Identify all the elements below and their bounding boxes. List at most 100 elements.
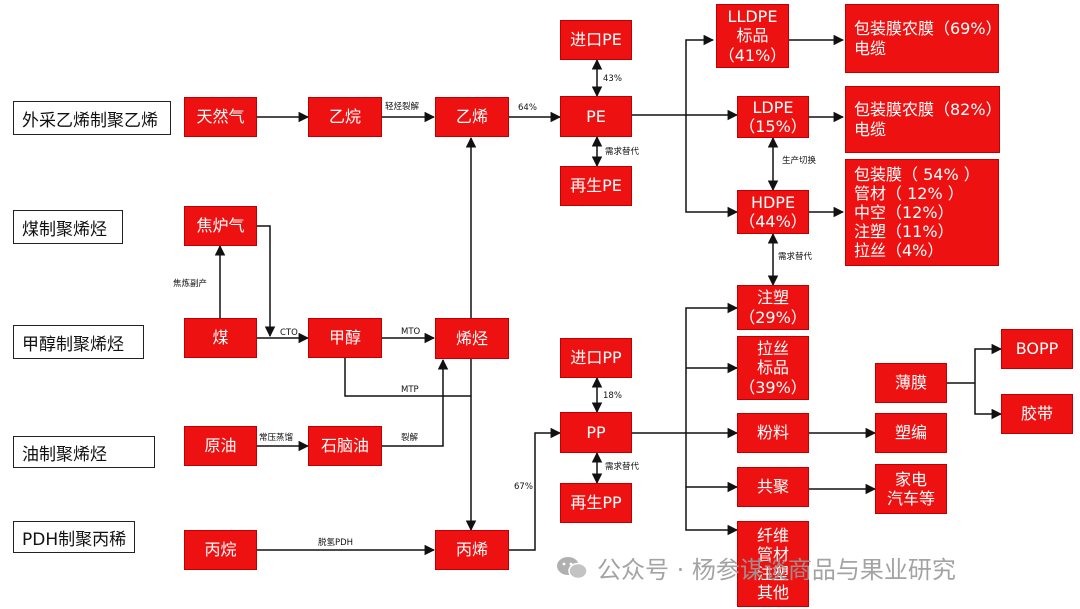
edge-pp-other [685,487,739,536]
node-pe: PE [560,96,632,137]
node-line: 管材（ 12% ） [854,183,964,203]
node-text: 进口PE [570,30,622,49]
wechat-icon [555,555,589,581]
node-line: （41%） [718,45,787,65]
node-text: 乙烯 [456,107,488,126]
node-injection: 注塑（29%） [737,285,809,330]
node-line: （44%） [739,212,807,231]
node-text: LDPE（15%） [739,98,807,136]
node-text: 塑编 [895,423,927,442]
edge-pp-copolymer [685,433,739,493]
node-propane: 丙烷 [184,530,257,570]
node-line: LDPE [752,97,794,117]
edge-label-dehydro: 脱氢PDH [318,538,354,548]
node-text: 进口PP [570,348,621,367]
node-line: 包装膜农膜（69%） [854,19,1002,39]
node-line: 电缆 [854,119,887,139]
edge-label-pct-67: 67% [514,482,533,492]
node-film: 薄膜 [875,363,947,403]
node-line: PE [586,106,606,126]
node-bopp: BOPP [1001,329,1073,369]
node-line: 进口PE [570,30,622,50]
node-coke-gas: 焦炉气 [184,206,257,246]
node-text: 乙烷 [329,107,361,126]
node-text: 烯烃 [456,329,488,348]
edge-pp-injection [685,302,739,433]
node-naphtha: 石脑油 [308,426,382,466]
node-line: 进口PP [570,348,622,368]
node-propylene: 丙烯 [435,530,509,570]
node-line: 丙烯 [455,540,488,560]
node-import-pe: 进口PE [560,20,632,60]
node-line: PP [586,422,606,442]
node-line: （15%） [739,117,807,136]
node-text: 焦炉气 [196,216,244,235]
node-text: PP [586,423,605,442]
node-text: 共聚 [757,477,789,496]
node-line: LLDPE [727,7,778,27]
node-line: 标品 [756,358,789,378]
node-line: 注塑（11%） [854,222,954,242]
node-other: 纤维管材注塑其他 [737,521,809,607]
node-ldpe-use: 包装膜农膜（82%）电缆 [845,86,1002,153]
node-line: 再生PE [570,176,622,196]
node-natural-gas: 天然气 [184,97,257,137]
label-oil: 油制聚烯烃 [13,436,155,468]
node-text: 甲醇 [329,328,361,347]
node-text: 薄膜 [895,373,927,392]
edge-label-demand-sub-pp: 需求替代 [605,462,640,472]
watermark-text: 公众号 · 杨参谋谈商品与果业研究 [597,556,956,584]
node-text: 原油 [204,436,236,455]
label-ethylene-import: 外采乙烯制聚乙烯 [13,101,171,135]
node-line: 管材 [756,544,789,564]
node-line: 拉丝 [756,339,789,359]
node-line: 焦炉气 [196,216,245,236]
node-tape: 胶带 [1001,394,1073,434]
node-line: 汽车等 [886,489,935,508]
edge-cokegas-methanol [257,225,276,338]
edge-naphtha-olefins [382,358,449,447]
node-line: 其他 [756,583,789,603]
node-woven: 塑编 [875,413,947,453]
node-olefins: 烯烃 [435,318,509,359]
node-text: 胶带 [1021,404,1053,423]
node-line: 注塑 [756,288,789,308]
node-text: 注塑（29%） [739,288,807,326]
node-lldpe-use: 包装膜农膜（69%）电缆 [845,4,1002,73]
node-line: 粉料 [756,423,789,443]
edge-label-demand-sub-hdpe: 需求替代 [778,252,813,262]
node-coal: 煤 [184,318,257,358]
node-text: 包装膜农膜（82%）电缆 [854,100,1002,138]
node-line: 薄膜 [894,373,927,393]
node-text: 粉料 [757,423,789,442]
edge-propylene-pp [509,427,562,551]
node-line: 纤维 [756,525,789,545]
node-text: 家电汽车等 [887,470,935,508]
edge-label-demand-sub: 需求替代 [605,147,640,157]
node-recycled-pe: 再生PE [560,166,632,206]
edge-label-mto: MTO [401,327,421,337]
node-line: 共聚 [756,477,789,497]
node-text: 再生PE [570,176,622,195]
label-methanol: 甲醇制聚烯烃 [13,325,144,359]
edge-pe-hdpe [685,115,739,218]
node-text: 纤维管材注塑其他 [757,526,789,603]
node-text: HDPE（44%） [739,193,807,231]
node-recycled-pp: 再生PP [560,483,632,523]
label-pdh: PDH制聚丙稀 [13,521,135,553]
node-line: 塑编 [894,423,927,443]
edge-label-prod-switch: 生产切换 [782,156,817,166]
node-text: 煤 [212,328,228,347]
edge-label-cracking: 裂解 [401,433,419,443]
node-line: 乙烷 [328,107,361,127]
node-text: 天然气 [196,107,244,126]
node-line: 石脑油 [320,436,369,456]
edge-label-cto: CTO [280,328,298,338]
node-line: 标品 [736,26,769,46]
node-line: 家电 [894,469,927,489]
node-line: 中空（12%） [854,202,954,222]
